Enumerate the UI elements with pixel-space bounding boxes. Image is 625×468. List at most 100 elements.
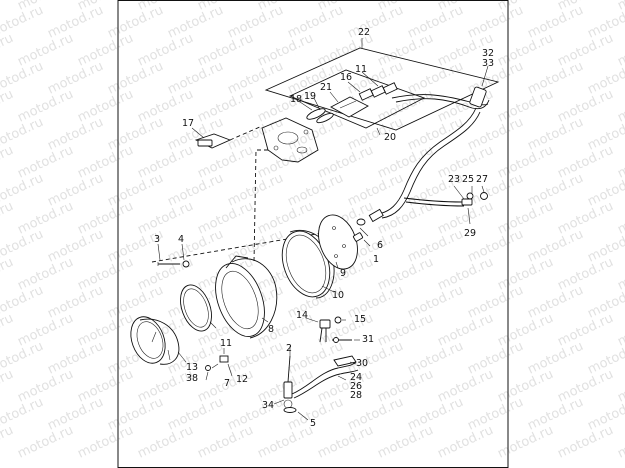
watermark-text: motod.ru (555, 311, 615, 350)
watermark-text: motod.ru (405, 3, 465, 42)
callout-10: 10 (332, 290, 344, 301)
watermark-text: motod.ru (615, 423, 625, 462)
callout-32: 32 (482, 48, 494, 59)
part-sensor-harness (273, 346, 359, 421)
watermark-text: motod.ru (555, 255, 615, 294)
watermark-text: motod.ru (615, 87, 625, 126)
watermark-text: motod.ru (315, 143, 375, 182)
watermark-text: motod.ru (495, 199, 555, 238)
callout-21: 21 (320, 82, 332, 93)
watermark-text: motod.ru (0, 31, 16, 70)
callout-4: 4 (178, 234, 184, 245)
watermark-text: motod.ru (525, 283, 585, 322)
callout-19: 19 (304, 91, 316, 102)
watermark-text: motod.ru (345, 3, 405, 42)
watermark-text: motod.ru (255, 423, 315, 462)
watermark-text: motod.ru (435, 87, 495, 126)
watermark-text: motod.ru (405, 283, 465, 322)
watermark-text: motod.ru (375, 255, 435, 294)
watermark-text: motod.ru (225, 227, 285, 266)
watermark-text: motod.ru (405, 115, 465, 154)
watermark-text: motod.ru (165, 3, 225, 42)
watermark-text: motod.ru (555, 423, 615, 462)
watermark-text: motod.ru (0, 87, 16, 126)
watermark-text: motod.ru (135, 143, 195, 182)
watermark-text: motod.ru (435, 255, 495, 294)
harness-long-2 (381, 111, 481, 219)
callout-38: 38 (186, 373, 198, 384)
watermark-text: motod.ru (375, 367, 435, 406)
kit-box-20 (288, 69, 426, 129)
callout-27: 27 (476, 174, 488, 185)
callout-25: 25 (462, 174, 474, 185)
watermark-text: motod.ru (615, 311, 625, 350)
watermark-text: motod.ru (525, 171, 585, 210)
watermark-text: motod.ru (165, 115, 225, 154)
callout-22: 22 (358, 27, 370, 38)
callout-7: 7 (224, 378, 230, 389)
watermark-text: motod.ru (525, 339, 585, 378)
watermark-text: motod.ru (555, 87, 615, 126)
watermark-text: motod.ru (375, 143, 435, 182)
watermark-text: motod.ru (255, 199, 315, 238)
watermark-text: motod.ru (15, 87, 75, 126)
watermark-text: motod.ru (465, 171, 525, 210)
watermark-text: motod.ru (75, 423, 135, 462)
watermark-text: motod.ru (45, 3, 105, 42)
watermark-text: motod.ru (285, 115, 345, 154)
watermark-text: motod.ru (495, 255, 555, 294)
wire-end-1 (356, 208, 384, 226)
watermark-text: motod.ru (405, 395, 465, 434)
watermark-text: motod.ru (0, 311, 16, 350)
part-8-housing (215, 255, 278, 339)
watermark-text: motod.ru (495, 423, 555, 462)
part-21-detail (339, 100, 357, 109)
watermark-text: motod.ru (0, 255, 16, 294)
watermark-text: motod.ru (525, 115, 585, 154)
callout-16: 16 (340, 72, 352, 83)
callout-15: 15 (354, 314, 366, 325)
watermark-text: motod.ru (45, 115, 105, 154)
callout-5: 5 (310, 418, 316, 429)
watermark-text: motod.ru (105, 3, 165, 42)
watermark-text: motod.ru (105, 115, 165, 154)
watermark-text: motod.ru (75, 87, 135, 126)
watermark-text: motod.ru (45, 227, 105, 266)
watermark-text: motod.ru (45, 283, 105, 322)
harness-upper-2 (395, 98, 490, 110)
part-9-plate (318, 214, 358, 270)
watermark-text: motod.ru (45, 339, 105, 378)
harness-long (377, 107, 477, 215)
part-18-19-sleeves (299, 97, 334, 124)
watermark-text: motod.ru (195, 31, 255, 70)
watermark-text: motod.ru (15, 199, 75, 238)
part-21-plate (330, 96, 369, 118)
watermark-text: motod.ru (15, 31, 75, 70)
callout-24: 24 (350, 372, 362, 383)
watermark-text: motod.ru (165, 171, 225, 210)
callout-12: 12 (236, 374, 248, 385)
watermark-text: motod.ru (225, 59, 285, 98)
watermark-text: motod.ru (255, 31, 315, 70)
watermark-text: motod.ru (225, 115, 285, 154)
watermark-text: motod.ru (465, 395, 525, 434)
watermark-text: motod.ru (345, 115, 405, 154)
watermark-text: motod.ru (525, 59, 585, 98)
part-3-4-screw (157, 243, 190, 268)
watermark-text: motod.ru (165, 227, 225, 266)
watermark-text: motod.ru (465, 115, 525, 154)
watermark-text: motod.ru (195, 423, 255, 462)
watermark-text: motod.ru (615, 367, 625, 406)
callout-1: 1 (373, 254, 379, 265)
callout-26: 26 (350, 381, 362, 392)
watermark-text: motod.ru (435, 423, 495, 462)
callout-29: 29 (464, 228, 476, 239)
watermark-text: motod.ru (225, 339, 285, 378)
watermark-text: motod.ru (405, 339, 465, 378)
watermark-text: motod.ru (375, 423, 435, 462)
callout-33: 33 (482, 58, 494, 69)
callout-31: 31 (362, 334, 374, 345)
callout-3: 3 (154, 234, 160, 245)
